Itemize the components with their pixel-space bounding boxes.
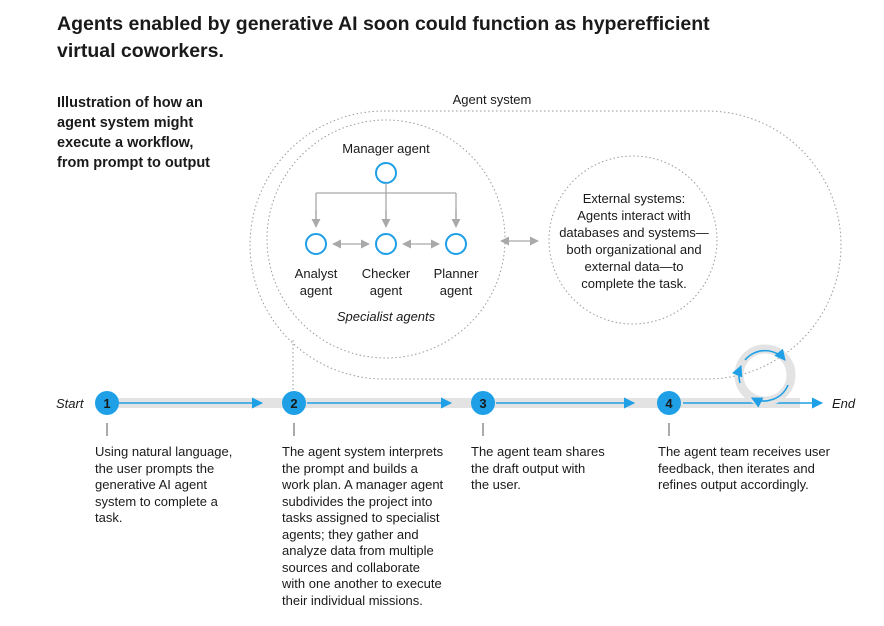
step-4-number: 4 <box>665 396 673 411</box>
chart-subtitle: Illustration of how an agent system migh… <box>57 93 257 173</box>
step-1-number: 1 <box>103 396 110 411</box>
step-2-description: The agent system interprets the prompt a… <box>282 444 450 609</box>
external-systems-text: complete the task. <box>581 276 687 291</box>
external-systems-text: both organizational and <box>566 242 701 257</box>
agent-system-label: Agent system <box>453 92 532 107</box>
step-2-line: the prompt and builds a <box>282 460 418 476</box>
step-1-marker: 1 <box>95 391 119 415</box>
timeline-start-label: Start <box>56 396 85 411</box>
specialist-agents-caption: Specialist agents <box>337 309 436 324</box>
step-1-line: the user prompts the <box>95 460 215 476</box>
title-line: Agents enabled by generative AI soon cou… <box>57 13 710 35</box>
title-line: virtual coworkers. <box>57 40 224 62</box>
step-4-line: refines output accordingly. <box>658 477 809 492</box>
step-2-line: with one another to execute <box>282 576 442 591</box>
step-1-line: system to complete a <box>95 493 218 509</box>
external-systems-text: databases and systems— <box>559 225 709 240</box>
manager-agent-node <box>375 162 397 184</box>
step-2-line: analyze data from multiple <box>282 543 434 558</box>
planner-agent-label: Planner <box>434 266 479 281</box>
analyst-agent-node <box>305 233 327 255</box>
step-1-description: Using natural language, the user prompts… <box>95 444 263 527</box>
analyst-agent-label: agent <box>300 283 333 298</box>
step-1-line: task. <box>95 510 123 525</box>
step-2-marker: 2 <box>282 391 306 415</box>
subtitle-line: agent system might <box>57 115 194 131</box>
step-3-description: The agent team shares the draft output w… <box>471 444 639 494</box>
external-systems-text: External systems: <box>583 191 686 206</box>
step-2-line: tasks assigned to specialist <box>282 510 440 525</box>
manager-agent-label: Manager agent <box>342 141 430 156</box>
step-3-line: The agent team shares <box>471 444 605 459</box>
external-systems-text: Agents interact with <box>577 208 690 223</box>
subtitle-line: execute a workflow, <box>57 135 194 151</box>
manager-connector <box>315 183 457 222</box>
checker-agent-label: agent <box>370 283 403 298</box>
chart-title: Agents enabled by generative AI soon cou… <box>57 11 837 65</box>
external-systems-circle <box>548 155 718 325</box>
step-3-line: the draft output with <box>471 460 586 476</box>
planner-agent-node <box>445 233 467 255</box>
step-4-description: The agent team receives user feedback, t… <box>658 444 830 494</box>
analyst-agent-label: Analyst <box>295 266 338 281</box>
step-2-line: work plan. A manager agent <box>282 477 444 492</box>
step-4-line: feedback, then iterates and <box>658 460 815 476</box>
step-4-marker: 4 <box>657 391 681 415</box>
external-systems-text: external data—to <box>584 259 683 274</box>
step-2-line: sources and collaborate <box>282 559 421 575</box>
step-1-line: Using natural language, <box>95 444 233 459</box>
subtitle-line: Illustration of how an <box>57 95 203 111</box>
step-3-number: 3 <box>479 396 486 411</box>
step-2-line: agents; they gather and <box>282 526 419 542</box>
planner-agent-label: agent <box>440 283 473 298</box>
step-2-line: their individual missions. <box>282 592 423 608</box>
iteration-loop-icon <box>731 344 796 408</box>
step-2-number: 2 <box>290 396 297 411</box>
step-3-line: the user. <box>471 477 521 492</box>
checker-agent-label: Checker <box>362 266 411 281</box>
step-3-marker: 3 <box>471 391 495 415</box>
step-2-line: subdivides the project into <box>282 493 433 509</box>
step-2-line: The agent system interprets <box>282 444 444 459</box>
subtitle-line: from prompt to output <box>57 155 211 171</box>
step-4-line: The agent team receives user <box>658 444 830 459</box>
timeline-end-label: End <box>832 396 856 411</box>
checker-agent-node <box>375 233 397 255</box>
step-1-line: generative AI agent <box>95 477 208 492</box>
agent-system-boundary <box>249 110 842 380</box>
